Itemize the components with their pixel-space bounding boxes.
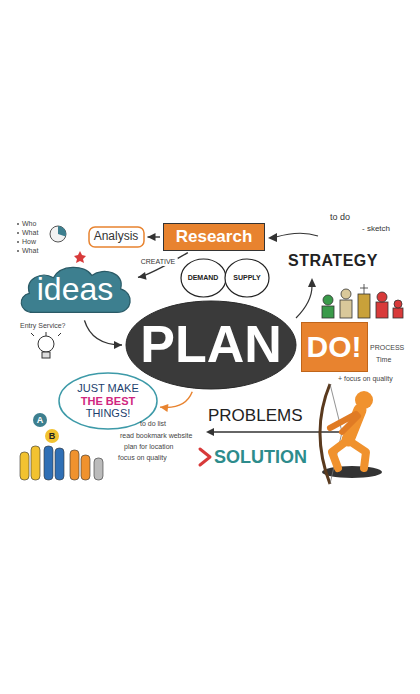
arrow-head [148, 233, 156, 241]
analysis-box: Analysis [88, 226, 145, 248]
note-label: read bookmark website [120, 432, 192, 440]
note-label: PROCESS [370, 344, 404, 352]
arrow-head [138, 272, 147, 280]
connector-line [160, 392, 192, 408]
node-text: Research [176, 227, 253, 247]
letter-bubbles [33, 413, 59, 443]
node-outline [301, 323, 367, 372]
note-label: STRATEGY [288, 252, 378, 270]
bullet-dots [17, 223, 19, 252]
raised-hands [20, 446, 103, 480]
note-label: How [22, 238, 36, 246]
note-label: What [22, 229, 38, 237]
note-label: B [49, 431, 56, 441]
strategy-arrow [268, 233, 318, 242]
node-text: DO! [307, 330, 362, 365]
edge-label: CREATIVE [139, 258, 178, 266]
note-label: PROBLEMS [208, 406, 302, 426]
plan-blob: PLAN [125, 300, 297, 390]
chess-pieces [322, 284, 403, 318]
note-label: SOLUTION [214, 447, 307, 468]
arrow-head [160, 404, 168, 412]
node-outline [164, 224, 265, 251]
arrow-head [114, 341, 122, 349]
pie-chart [50, 226, 66, 242]
note-label: What [22, 247, 38, 255]
problems-arrow [206, 428, 342, 436]
note-label: focus on quality [118, 454, 167, 462]
node-text: THINGS! [86, 407, 131, 420]
note-label: - sketch [362, 224, 390, 233]
research-box: Research [163, 223, 265, 251]
note-label: plan for location [124, 443, 173, 451]
note-label: Time [376, 356, 391, 364]
note-label: to do list [140, 420, 166, 428]
node-text: DEMAND [188, 274, 219, 282]
node-outline [126, 301, 296, 389]
archer-figure [320, 384, 382, 484]
connector [160, 392, 192, 412]
node-outline [225, 259, 269, 297]
connector-line [84, 320, 122, 345]
red-star [74, 251, 86, 263]
connector-line [138, 253, 188, 278]
note-label: A [37, 415, 44, 425]
note-label: to do [330, 212, 350, 222]
node-text: THE BEST [81, 395, 135, 408]
lightbulb [31, 332, 61, 358]
note-label: Who [22, 220, 36, 228]
ideas-cloud: ideas [15, 262, 135, 318]
do-box: DO! [301, 322, 368, 372]
node-outline [89, 227, 144, 247]
solution-chevron [200, 449, 210, 465]
connector [148, 233, 161, 241]
node-outline [181, 259, 226, 297]
node-outline [21, 267, 130, 312]
note-label: + focus on quality [338, 375, 393, 383]
connector [84, 320, 122, 349]
demand-circle: DEMAND [180, 258, 227, 298]
supply-circle: SUPPLY [224, 258, 270, 298]
plan-up-arrow [296, 278, 316, 318]
node-text: PLAN [140, 315, 282, 375]
node-text: SUPPLY [233, 274, 260, 282]
node-text: Analysis [94, 230, 139, 244]
node-text: ideas [37, 271, 114, 308]
node-text: JUST MAKE [77, 382, 139, 395]
note-label: Entry Service? [20, 322, 66, 330]
